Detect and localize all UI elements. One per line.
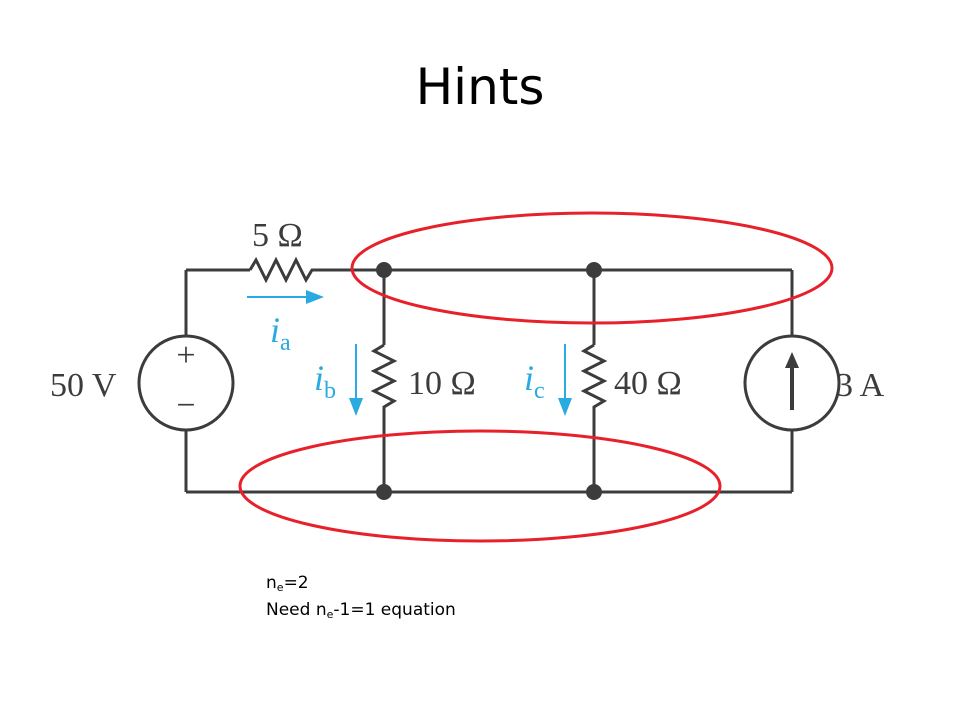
label-40-ohm: 40 Ω (614, 365, 682, 402)
hint-line-1: ne=2 (266, 573, 309, 594)
label-ic: ic (524, 358, 545, 404)
label-ia: ia (270, 310, 291, 356)
highlight-bottom-node (238, 429, 722, 543)
node-dot-bottom-1 (376, 484, 392, 500)
highlight-top-node (350, 211, 834, 325)
current-arrows (247, 290, 572, 416)
label-10-ohm: 10 Ω (408, 365, 476, 402)
arrow-ia-head (306, 290, 324, 304)
node-dot-top-2 (586, 262, 602, 278)
voltage-minus-sign: − (176, 387, 195, 424)
resistor-10-ohm (370, 343, 398, 413)
arrow-ic-head (558, 398, 572, 416)
hint-notes: ne=2 Need ne-1=1 equation (266, 572, 456, 626)
node-dot-top-1 (376, 262, 392, 278)
voltage-source (137, 334, 235, 432)
hint-line-2: Need ne-1=1 equation (266, 600, 456, 621)
node-dot-bottom-2 (586, 484, 602, 500)
current-source-arrow-head (785, 352, 799, 368)
resistor-5-ohm (248, 256, 318, 284)
label-5-ohm: 5 Ω (252, 217, 303, 254)
resistor-40-ohm (580, 343, 608, 413)
slide-title: Hints (415, 58, 545, 116)
wires (184, 268, 794, 494)
label-50v: 50 V (50, 367, 117, 404)
label-ib: ib (314, 358, 336, 404)
voltage-plus-sign: + (176, 337, 195, 374)
arrow-ib-head (349, 398, 363, 416)
label-3a: 3 A (836, 367, 885, 404)
